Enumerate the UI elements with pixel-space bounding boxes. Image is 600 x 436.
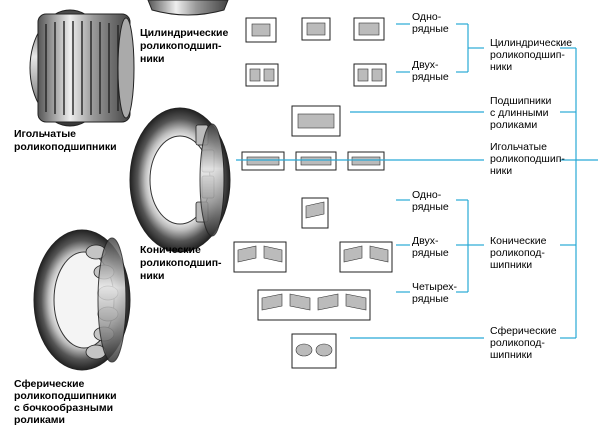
long-roller-section: [291, 105, 341, 137]
tap-single-row-label: Одно- рядные: [412, 189, 449, 213]
category-long-roller: Подшипники с длинными роликами: [490, 95, 554, 131]
connector-lines: [236, 23, 598, 339]
category-needle: Игольчатые роликоподшип- ники: [490, 141, 568, 177]
cylindrical-bearing-illustration: [147, 0, 229, 16]
spherical-section: [291, 333, 337, 369]
category-tapered: Конические роликопод- шипники: [490, 235, 549, 271]
tapered-single-row-section: [301, 197, 329, 229]
category-cylindrical: Цилиндрические роликоподшип- ники: [490, 37, 575, 73]
needle-section: [241, 151, 385, 171]
cyl-single-row-label: Одно- рядные: [412, 11, 449, 35]
cyl-double-row-label: Двух- рядные: [412, 59, 449, 83]
tap-four-row-label: Четырех- рядные: [412, 281, 460, 305]
cylindrical-double-row-section: [245, 63, 387, 87]
tapered-bearing-illustration: [129, 107, 231, 253]
tapered-double-row-section: [233, 241, 393, 273]
tap-double-row-label: Двух- рядные: [412, 235, 449, 259]
tapered-photo-label: Конические роликоподшип- ники: [140, 244, 224, 282]
needle-bearing-illustration: [29, 9, 135, 127]
spherical-bearing-illustration: [33, 229, 131, 371]
tapered-four-row-section: [257, 289, 371, 321]
cylindrical-photo-label: Цилиндрические роликоподшип- ники: [140, 27, 231, 65]
category-spherical: Сферические роликопод- шипники: [490, 325, 560, 361]
spherical-photo-label: Сферические роликоподшипники с бочкообра…: [14, 378, 119, 426]
cylindrical-single-row-section: [245, 17, 385, 43]
needle-photo-label: Игольчатые роликоподшипники: [14, 128, 117, 153]
